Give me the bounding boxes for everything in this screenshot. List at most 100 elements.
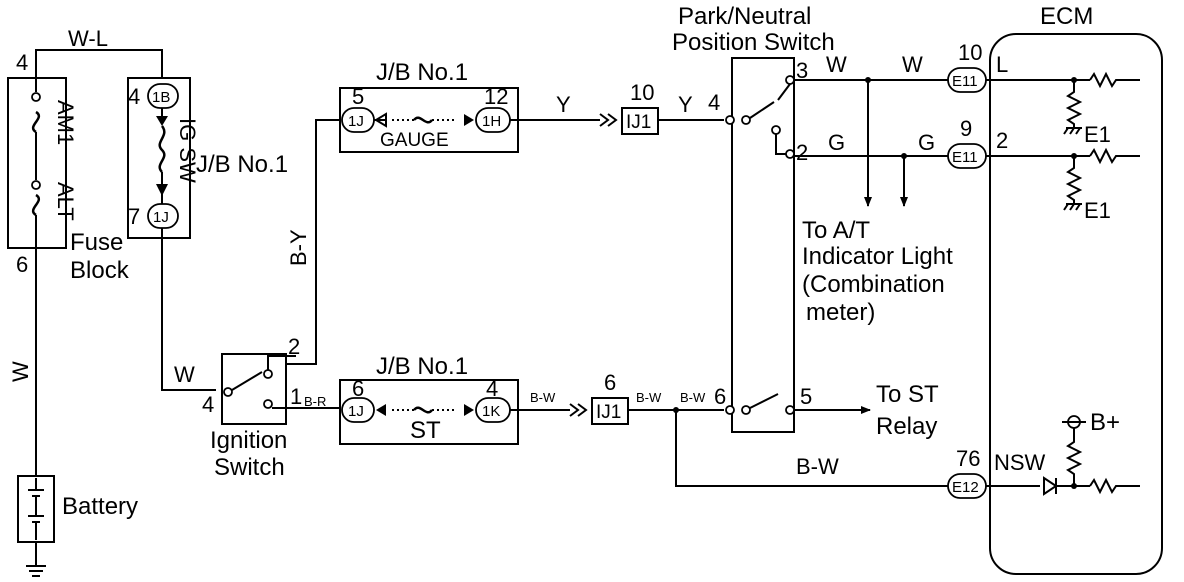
fuse-block-label-1: Fuse <box>70 229 123 256</box>
to-at-label-3: (Combination <box>802 271 945 298</box>
ignition-switch <box>221 353 296 425</box>
ignition-label-2: Switch <box>214 454 285 481</box>
ig-sw-fuse <box>158 125 166 173</box>
svg-text:E12: E12 <box>952 479 979 496</box>
wire-label-w-l: W-L <box>68 26 108 51</box>
jb-st: 1J 1K ST <box>339 379 519 445</box>
svg-text:1J: 1J <box>348 113 364 130</box>
pin-1j-gauge: 5 <box>352 84 364 109</box>
to-at-label-1: To A/T <box>802 217 870 244</box>
svg-text:1J: 1J <box>348 403 364 420</box>
resistor-icon <box>1065 156 1083 204</box>
pin-1j-igsw: 7 <box>128 204 140 229</box>
connector-ij1-a <box>621 107 659 135</box>
ecm-e1-a: E1 <box>1084 122 1111 147</box>
pin-1k: 4 <box>486 376 498 401</box>
st-fuse <box>413 406 433 414</box>
ecm-pin-2: 2 <box>996 128 1008 153</box>
ecm-box <box>989 33 1163 575</box>
jb-gauge: 1J 1H GAUGE <box>339 87 519 153</box>
resistor-icon <box>1089 147 1140 165</box>
pin-1j-st: 6 <box>352 376 364 401</box>
ecm-bplus: B+ <box>1090 409 1120 436</box>
ground-icon <box>1063 203 1082 211</box>
resistor-icon <box>1089 71 1140 89</box>
to-at-label-2: Indicator Light <box>802 243 953 270</box>
battery <box>17 475 55 577</box>
pnp-pin-3: 3 <box>796 58 808 83</box>
to-st-label-2: Relay <box>876 413 937 440</box>
resistor-icon <box>1089 477 1140 495</box>
wire-label-y2: Y <box>678 92 693 117</box>
jb-side-label: J/B No.1 <box>196 151 288 178</box>
ignition-label-1: Ignition <box>210 427 287 454</box>
gauge-label: GAUGE <box>380 130 449 151</box>
pnp-label-1: Park/Neutral <box>678 3 811 30</box>
to-st-label-1: To ST <box>876 381 939 408</box>
wire-label-bw3: B-W <box>680 390 706 405</box>
wire-label-w3b: W <box>902 52 923 77</box>
wire-label-g2b: G <box>918 130 935 155</box>
wire-label-g2a: G <box>828 130 845 155</box>
ecm-e1-b: E1 <box>1084 198 1111 223</box>
ecm-pin-nsw: NSW <box>994 450 1046 475</box>
pin-ij1-a: 10 <box>630 80 654 105</box>
alt-fuse <box>31 193 41 217</box>
fuse-block-label-2: Block <box>70 257 130 284</box>
wire-label-b-y: B-Y <box>286 229 311 266</box>
to-at-label-4: meter) <box>806 299 875 326</box>
park-neutral-switch <box>725 57 795 433</box>
pnp-pin-2: 2 <box>796 140 808 165</box>
am1-label: AM1 <box>53 100 78 145</box>
pnp-label-2: Position Switch <box>672 29 835 56</box>
jb-bottom-label: J/B No.1 <box>376 353 468 380</box>
wire-label-w-ign: W <box>174 362 195 387</box>
ecm-pin-l: L <box>996 52 1008 77</box>
wire-w-ignition <box>161 228 216 391</box>
ign-pin-1: 1 <box>290 384 302 409</box>
svg-text:1K: 1K <box>482 403 500 420</box>
battery-label: Battery <box>62 493 138 520</box>
pin-ij1-b: 6 <box>604 370 616 395</box>
svg-text:1H: 1H <box>482 113 501 130</box>
ign-pin-2: 2 <box>288 334 300 359</box>
ecm-title: ECM <box>1040 3 1093 30</box>
ign-pin-4: 4 <box>202 392 214 417</box>
wire-label-w3a: W <box>826 52 847 77</box>
wire-label-y1: Y <box>556 92 571 117</box>
wire-label-b-r: B-R <box>304 394 326 409</box>
connector-1j-st <box>341 397 375 423</box>
pin-e11-b: 9 <box>960 116 972 141</box>
svg-text:IJ1: IJ1 <box>626 112 651 133</box>
ground-icon <box>26 542 46 577</box>
svg-text:1J: 1J <box>153 209 169 226</box>
fuse-block: AM1 ALT <box>7 58 78 270</box>
fuse-pin-4: 4 <box>16 50 28 75</box>
svg-text:IJ1: IJ1 <box>596 402 621 423</box>
wire-b-w-nsw <box>675 410 948 487</box>
jb-ig-sw: 1B 1J IG SW <box>127 77 200 239</box>
alt-label: ALT <box>53 182 78 221</box>
wire-label-bw2: B-W <box>636 390 662 405</box>
jb-top-label: J/B No.1 <box>376 59 468 86</box>
svg-text:1B: 1B <box>152 89 170 106</box>
st-label: ST <box>410 417 441 444</box>
resistor-icon <box>1065 428 1083 486</box>
connector-arrow <box>599 113 618 127</box>
svg-text:E11: E11 <box>952 149 978 166</box>
pin-1h: 12 <box>484 84 508 109</box>
wire-label-w-left: W <box>8 361 33 382</box>
resistor-icon <box>1065 80 1083 128</box>
pnp-pin-6: 6 <box>714 384 726 409</box>
wire-w-l <box>35 49 163 82</box>
pin-1b: 4 <box>128 84 140 109</box>
pnp-pin-4: 4 <box>708 90 720 115</box>
fuse-pin-6: 6 <box>16 252 28 277</box>
ground-icon <box>1063 127 1082 135</box>
am1-fuse <box>31 110 41 134</box>
svg-text:E11: E11 <box>952 73 978 90</box>
pin-e11-a: 10 <box>958 40 982 65</box>
pin-e12: 76 <box>956 446 980 471</box>
pnp-pin-5: 5 <box>800 384 812 409</box>
